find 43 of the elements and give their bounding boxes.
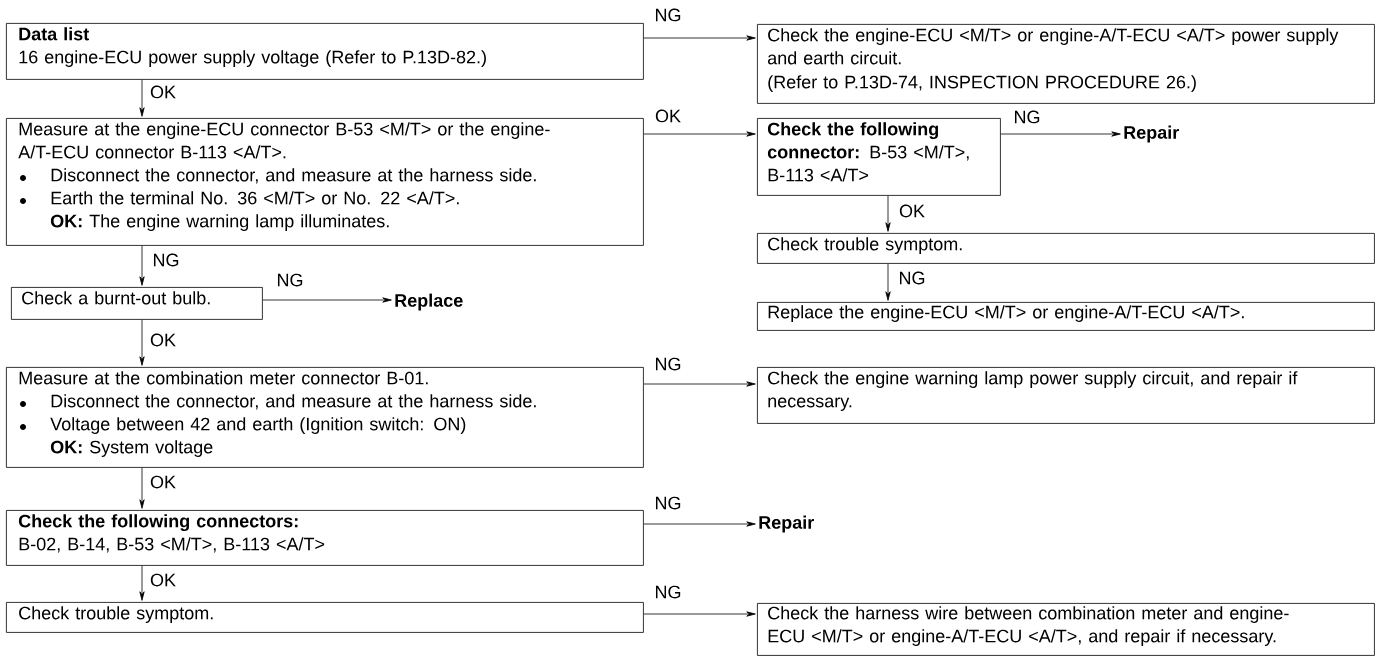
edge-label: OK — [149, 332, 177, 348]
arrow — [885, 195, 891, 232]
arrow — [139, 319, 145, 366]
arrow — [139, 79, 145, 117]
arrow — [262, 297, 392, 303]
process-box: Check trouble symptom. — [757, 233, 1375, 264]
edge-label: OK — [149, 474, 177, 490]
process-box: Replace the engine-ECU <M/T> or engine-A/T-ECU <A/T>. — [757, 302, 1375, 331]
arrow — [643, 521, 756, 527]
process-box: Check the following connectors: B-02, B-14, B-53 <M/T>, B-113 <A/T> — [6, 510, 644, 566]
edge-label: NG — [897, 270, 927, 286]
arrow — [643, 35, 756, 41]
process-box: Check the engine-ECU <M/T> or engine-A/T-ECU <A/T> power supply and earth circuit. (Refer to P.13D-74, INSPECTION PROCEDURE 26.) — [757, 24, 1375, 104]
edge-label: OK — [654, 108, 682, 124]
arrow — [885, 263, 891, 301]
arrow — [139, 467, 145, 509]
edge-label: OK — [149, 84, 177, 100]
result-text: Repair — [759, 515, 814, 533]
arrow — [643, 381, 756, 387]
result-text: Repair — [1124, 125, 1179, 143]
edge-label: NG — [653, 7, 683, 23]
process-box: Check a burnt-out bulb. — [11, 287, 263, 320]
edge-label: NG — [151, 252, 181, 268]
edge-label: NG — [653, 495, 683, 511]
arrow — [643, 611, 756, 617]
arrow — [139, 245, 145, 286]
process-box: Data list 16 engine-ECU power supply voltage (Refer to P.13D-82.) — [6, 23, 644, 80]
edge-label: OK — [149, 572, 177, 588]
edge-label: OK — [898, 203, 926, 219]
edge-label: NG — [1012, 109, 1042, 125]
result-text: Replace — [395, 293, 463, 311]
edge-label: NG — [653, 356, 683, 372]
edge-label: NG — [653, 584, 683, 600]
edge-label: NG — [275, 272, 305, 288]
arrow — [643, 131, 756, 137]
arrow — [1000, 131, 1121, 137]
process-box: Check the harness wire between combination meter and engine-ECU <M/T> or engine-A/T-ECU <A/T>, and repair if necessary. — [757, 603, 1375, 656]
process-box: Measure at the combination meter connector B-01. Disconnect the connector, and measure at the harness side. Voltage between 42 and earth (Ignition switch: ON) OK: System voltage — [6, 367, 644, 468]
process-box: Measure at the engine-ECU connector B-53 <M/T> or the engine-A/T-ECU connector B-113 <A/T>. Disconnect the connector, and measure at the harness side. Earth the terminal No. 36 <M/T> or No. 22 <A/T>. OK: The engine warning lamp illuminates. — [6, 118, 644, 246]
process-box: Check the engine warning lamp power supply circuit, and repair if necessary. — [757, 367, 1375, 424]
arrow — [139, 565, 145, 601]
process-box: Check the following connector: B-53 <M/T>, B-113 <A/T> — [757, 118, 1001, 196]
process-box: Check trouble symptom. — [6, 602, 644, 633]
